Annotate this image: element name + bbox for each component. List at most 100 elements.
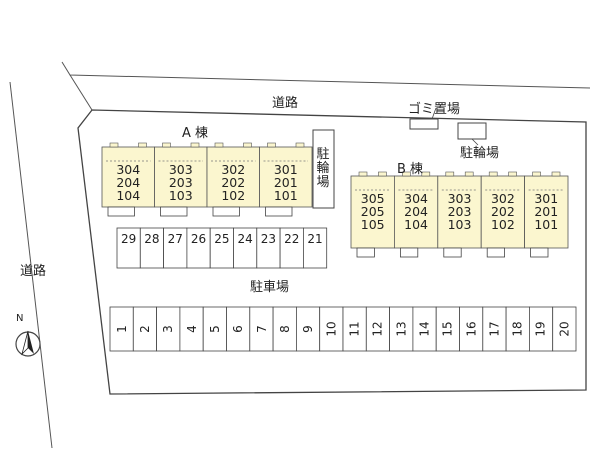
building-a-unit-notch <box>267 142 276 148</box>
building-a-unit-number: 104 <box>116 188 141 203</box>
building-a-label: A 棟 <box>182 126 209 141</box>
building-b-unit-block <box>480 175 526 249</box>
building-a-unit-number: 303 <box>168 162 193 177</box>
building-a-unit-number: 302 <box>221 162 246 177</box>
parking-slot-bottom-number: 5 <box>207 325 222 333</box>
parking-slot-top-outline <box>302 227 328 269</box>
building-b-unit-number: 303 <box>447 191 472 206</box>
building-b-unit-number: 205 <box>360 204 385 219</box>
parking-slot-bottom-number: 3 <box>161 325 176 333</box>
road-left-edge-inner <box>69 74 93 111</box>
building-b-unit-number: 305 <box>360 191 385 206</box>
parking-slot-top-number: 28 <box>144 232 160 246</box>
building-a-unit-number: 204 <box>116 175 141 190</box>
parking-slot-bottom: 15 <box>436 307 459 351</box>
building-a-unit-number: 301 <box>273 162 298 177</box>
parking-slot-bottom-number: 19 <box>534 321 549 337</box>
building-a-unit-block <box>101 146 155 208</box>
parking-slot-bottom: 2 <box>133 307 156 351</box>
parking-slot-top: 25 <box>210 228 233 268</box>
parking-slot-bottom-number: 6 <box>231 325 246 333</box>
parking-slot-top: 29 <box>117 228 140 268</box>
north-arrow-icon <box>15 330 41 357</box>
parking-slot-bottom-number: 9 <box>301 325 316 333</box>
building-b-unit-notch <box>445 171 455 177</box>
building-b-entrance <box>486 247 506 258</box>
road-top-edge <box>61 61 591 89</box>
parking-slot-bottom-number: 8 <box>277 325 292 333</box>
parking-row-top <box>116 227 328 269</box>
parking-slot-bottom-number: 2 <box>137 325 152 333</box>
garbage-area <box>409 118 439 130</box>
building-b-unit-notch <box>488 171 498 177</box>
road-left-edge-outer <box>9 81 53 449</box>
parking-row-bottom <box>109 306 577 352</box>
building-a-entrance <box>265 206 293 217</box>
building-a-unit-notch <box>243 142 252 148</box>
parking-slot-top: 21 <box>303 228 326 268</box>
parking-slot-bottom: 19 <box>529 307 552 351</box>
parking-slot-bottom-number: 14 <box>417 321 432 337</box>
parking-slot-bottom-number: 20 <box>557 321 572 337</box>
parking-slot-bottom-number: 18 <box>510 321 525 337</box>
parking-slot-bottom: 11 <box>343 307 366 351</box>
building-a-unit-number: 203 <box>168 175 193 190</box>
parking-slot-top-number: 24 <box>237 232 253 246</box>
building-a-unit-notch <box>138 142 147 148</box>
building-b <box>350 171 569 258</box>
building-b-unit-block <box>393 175 439 249</box>
building-a-unit-notch <box>109 142 119 148</box>
parking-slot-top: 26 <box>187 228 210 268</box>
parking-slot-top: 27 <box>164 228 187 268</box>
parking-slot-bottom: 13 <box>390 307 413 351</box>
building-a-unit-block <box>154 146 208 208</box>
building-a-unit-number: 101 <box>273 188 298 203</box>
building-b-unit-notch <box>378 171 387 177</box>
building-b-unit-notch <box>508 171 517 177</box>
building-b-entrance <box>530 247 549 258</box>
parking-slot-top: 22 <box>280 228 303 268</box>
building-b-unit-number: 201 <box>534 204 559 219</box>
parking-slot-top-number: 23 <box>260 232 277 246</box>
bike-shed-top <box>457 122 487 140</box>
parking-label: 駐車場 <box>250 280 290 295</box>
parking-slot-bottom: 12 <box>366 307 389 351</box>
building-b-unit-number: 105 <box>360 217 385 232</box>
parking-slot-bottom-number: 4 <box>184 325 199 333</box>
building-a-entrance <box>212 206 240 217</box>
building-b-unit-number: 301 <box>534 191 559 206</box>
parking-slot-bottom: 8 <box>273 307 296 351</box>
parking-slot-bottom-number: 10 <box>324 321 339 337</box>
north-label: N <box>16 313 24 324</box>
building-a-unit-block <box>259 146 313 208</box>
parking-slot-bottom: 6 <box>227 307 250 351</box>
parking-slot-top-number: 22 <box>284 232 300 246</box>
parking-slot-top-number: 25 <box>214 232 230 246</box>
parking-slot-top-number: 29 <box>121 232 137 246</box>
building-a <box>101 142 313 217</box>
building-b-unit-notch <box>551 171 561 177</box>
building-b-unit-number: 102 <box>490 217 515 232</box>
parking-slot-bottom-number: 17 <box>487 321 502 337</box>
parking-slot-bottom: 18 <box>506 307 529 351</box>
building-b-label: B 棟 <box>397 162 424 177</box>
parking-slot-bottom: 20 <box>553 307 576 351</box>
building-b-unit-number: 101 <box>534 217 559 232</box>
parking-slot-bottom: 1 <box>110 307 133 351</box>
parking-slot-bottom-outline <box>552 306 577 352</box>
parking-slot-bottom-number: 7 <box>254 325 269 333</box>
building-b-unit-notch <box>464 171 474 177</box>
building-a-unit-number: 103 <box>168 188 193 203</box>
building-b-unit-notch <box>402 171 411 177</box>
parking-slot-bottom: 9 <box>296 307 319 351</box>
building-a-unit-notch <box>162 142 171 148</box>
parking-slot-top: 28 <box>140 228 163 268</box>
